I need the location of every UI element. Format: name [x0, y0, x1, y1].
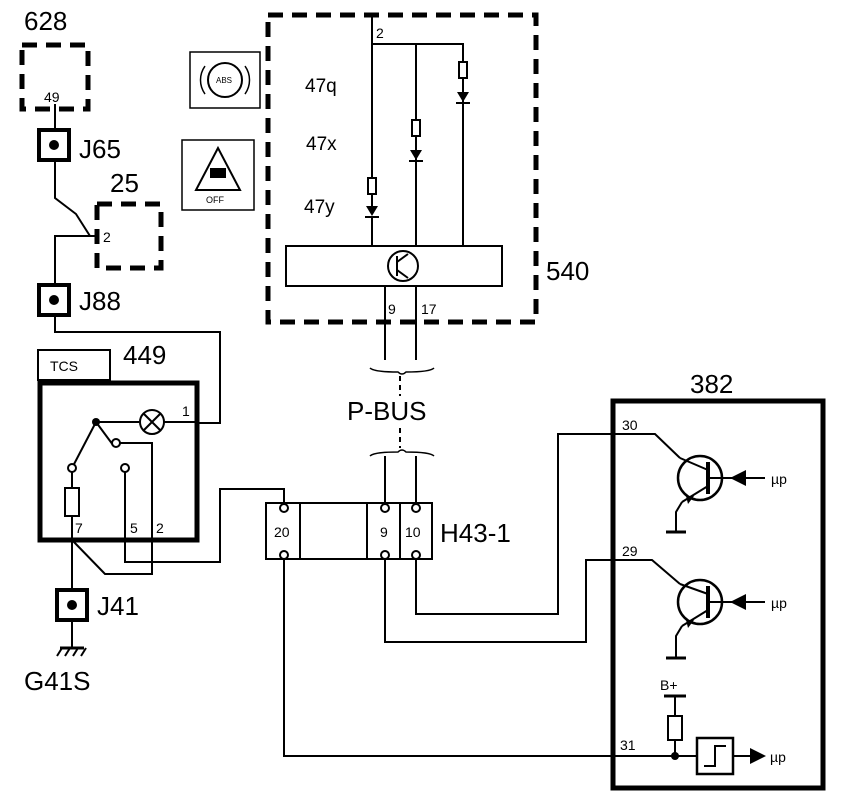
- component-25-box: [94, 201, 164, 271]
- wire: [54, 160, 95, 237]
- abs-icon-text: ABS: [216, 76, 232, 85]
- ground-label: G41S: [24, 666, 91, 696]
- component-382-pin-30: 30: [622, 417, 638, 433]
- tcs-switch-internals: [64, 409, 196, 540]
- pullup-resistor: [667, 715, 683, 741]
- tcs-tag-label: TCS: [50, 358, 78, 374]
- component-449-pin-5: 5: [130, 520, 138, 536]
- component-540-controller: [285, 245, 503, 287]
- output-arrow-icon: [750, 748, 766, 764]
- component-382-pin-31: 31: [620, 737, 636, 753]
- connector-j41-label: J41: [97, 591, 139, 621]
- h43-pin-9: 9: [380, 524, 388, 540]
- tcs-tag-box: [37, 349, 111, 381]
- component-540-pin-9: 9: [388, 301, 396, 317]
- component-540-id: 540: [546, 256, 589, 286]
- h43-pin-20: 20: [274, 524, 290, 540]
- component-449-pin-7: 7: [75, 520, 83, 536]
- wire: [71, 539, 153, 575]
- pbus-brace-top: [369, 367, 435, 375]
- led-47q: [456, 61, 470, 104]
- ground-icon: [56, 646, 87, 657]
- led-47x: [409, 119, 423, 162]
- tcs-off-icon: [181, 139, 255, 211]
- component-382-pin-29: 29: [622, 543, 638, 559]
- component-382-box: [610, 398, 826, 791]
- component-449-id: 449: [123, 340, 166, 370]
- component-25-id: 25: [110, 168, 139, 198]
- wire: [124, 488, 285, 563]
- component-540-box: [265, 12, 539, 325]
- connector-j65-label: J65: [79, 134, 121, 164]
- lamp-47x-label: 47x: [306, 134, 337, 155]
- transistor-icon: [387, 250, 419, 282]
- wire: [54, 315, 221, 424]
- component-449-box: [37, 380, 200, 543]
- pbus-brace-bottom: [369, 449, 435, 457]
- component-540-pin-17: 17: [421, 301, 437, 317]
- output-transistor-2: [666, 578, 765, 660]
- connector-h43-1: [265, 502, 433, 560]
- wire: [384, 559, 681, 643]
- connector-h43-1-label: H43-1: [440, 518, 511, 548]
- pbus-label: P-BUS: [347, 396, 426, 426]
- output-3-label: µp: [770, 749, 786, 765]
- connector-j88: [37, 283, 71, 317]
- component-628-pin-49: 49: [44, 89, 60, 105]
- wire: [54, 235, 90, 286]
- component-449-pin-1: 1: [182, 403, 190, 419]
- component-540-pin-2: 2: [376, 25, 384, 41]
- wire: [415, 433, 681, 615]
- component-628-box: [19, 42, 91, 112]
- connector-j41: [55, 588, 89, 622]
- schmitt-trigger-icon: [695, 736, 735, 776]
- connector-j65: [37, 128, 71, 162]
- wire: [372, 43, 464, 246]
- wire: [283, 559, 674, 757]
- abs-warning-icon: [189, 51, 261, 109]
- lamp-47y-label: 47y: [304, 197, 335, 218]
- output-2-label: µp: [771, 595, 787, 611]
- component-25-pin-2: 2: [103, 229, 111, 245]
- component-382-id: 382: [690, 369, 733, 399]
- supply-label: B+: [660, 677, 678, 693]
- component-449-pin-2: 2: [156, 520, 164, 536]
- output-1-label: µp: [771, 471, 787, 487]
- component-628-id: 628: [24, 6, 67, 36]
- connector-j88-label: J88: [79, 286, 121, 316]
- tcs-off-icon-text: OFF: [206, 195, 224, 205]
- lamp-47q-label: 47q: [305, 76, 337, 97]
- h43-pin-10: 10: [405, 524, 421, 540]
- output-transistor-1: [666, 454, 765, 534]
